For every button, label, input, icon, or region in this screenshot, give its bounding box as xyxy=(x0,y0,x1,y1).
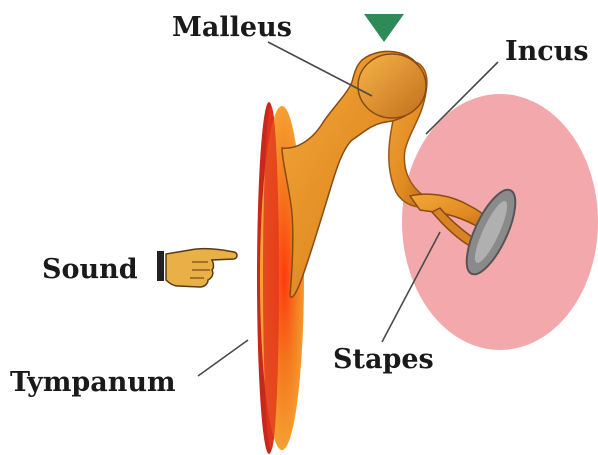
sound-label: Sound xyxy=(42,254,138,285)
malleus-label: Malleus xyxy=(172,12,292,43)
tympanum-label: Tympanum xyxy=(10,367,176,398)
incus-label: Incus xyxy=(505,36,589,67)
pointing-hand-icon xyxy=(157,249,237,287)
tympanum-leader-line xyxy=(198,340,248,376)
stapes-label: Stapes xyxy=(333,344,434,375)
malleus-head xyxy=(358,54,426,118)
pivot-triangle-icon xyxy=(364,14,404,42)
